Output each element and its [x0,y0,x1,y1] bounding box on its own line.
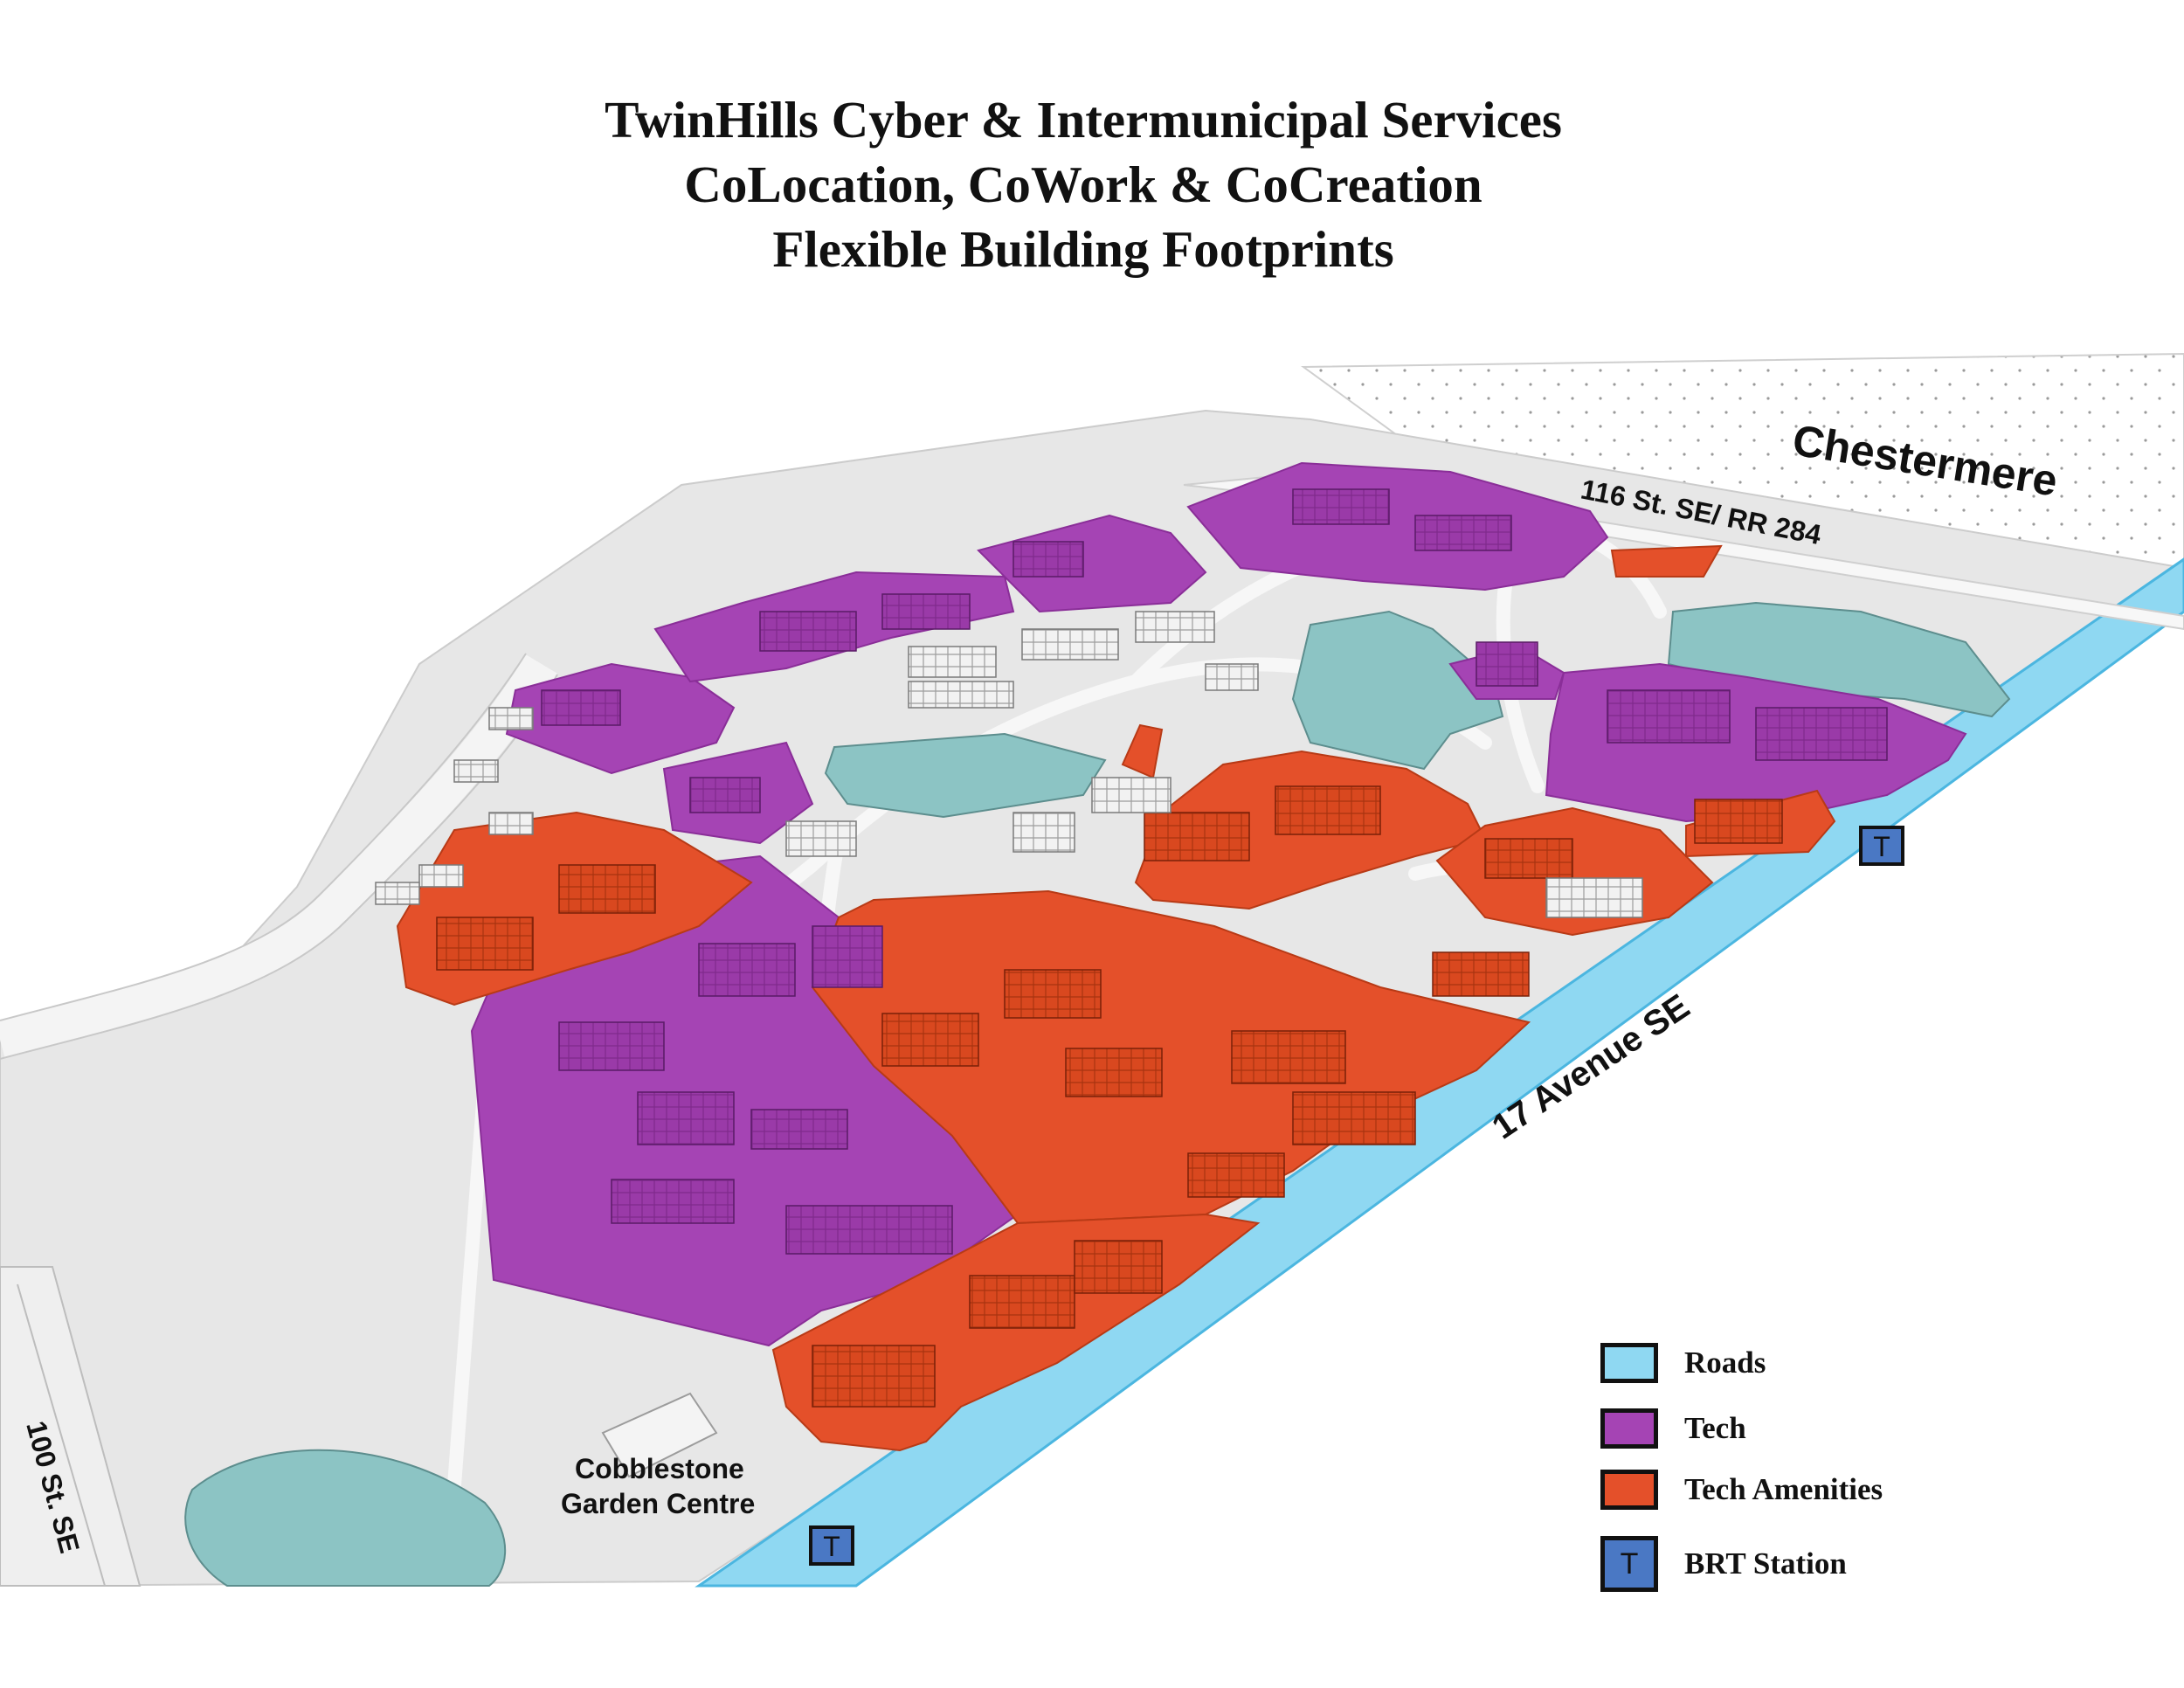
legend-row-amenities: Tech Amenities [1600,1463,1883,1516]
pond-central [824,732,1107,819]
brt-letter: T [823,1531,840,1562]
cobblestone-building [601,1392,718,1478]
legend-label-brt: BRT Station [1684,1546,1847,1581]
legend-label-roads: Roads [1684,1346,1766,1380]
title-line-3: Flexible Building Footprints [772,220,1394,278]
other-buildings [375,611,1643,918]
label-cobblestone-1: Cobblestone [575,1453,744,1484]
legend-swatch-roads [1600,1343,1658,1383]
legend-swatch-tech [1600,1408,1658,1449]
legend-row-brt: T BRT Station [1600,1533,1847,1595]
pond-southwest [184,1449,507,1587]
label-cobblestone-2: Garden Centre [561,1488,755,1519]
brt-station-west: T [809,1525,854,1566]
brt-letter: T [1873,831,1890,862]
legend: Roads Tech Tech Amenities T BRT Station [1600,1337,2055,1599]
legend-label-tech: Tech [1684,1411,1746,1445]
ponds [184,601,2011,1587]
amenity-buildings [436,785,1783,1408]
title-line-2: CoLocation, CoWork & CoCreation [684,156,1482,213]
legend-row-tech: Tech [1600,1402,1746,1455]
title-line-1: TwinHills Cyber & Intermunicipal Service… [605,91,1562,149]
legend-swatch-brt: T [1600,1536,1658,1592]
left-access-road [0,654,558,1058]
legend-swatch-amenities [1600,1470,1658,1510]
legend-brt-symbol: T [1620,1546,1639,1581]
legend-label-amenities: Tech Amenities [1684,1472,1883,1506]
pond-north [1291,610,1504,771]
map-title: TwinHills Cyber & Intermunicipal Service… [0,87,2167,281]
tech-buildings [541,488,1888,1255]
brt-station-east: T [1859,826,1904,866]
legend-row-roads: Roads [1600,1337,1766,1389]
